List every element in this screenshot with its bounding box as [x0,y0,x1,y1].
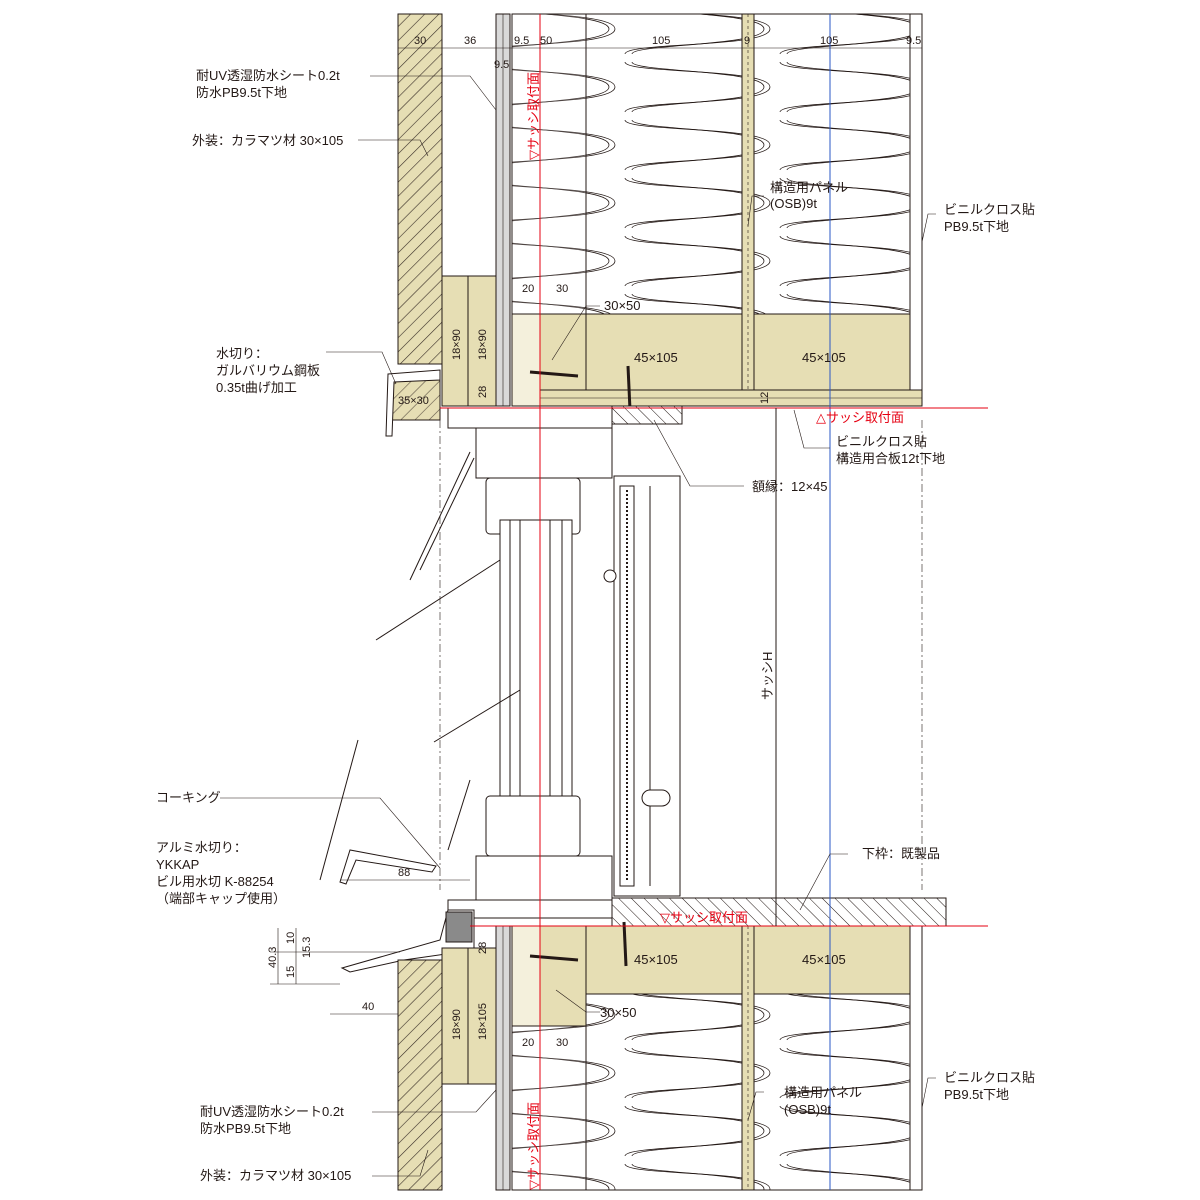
dim-15-3: 15.3 [301,937,313,958]
beam-bottom-b [753,925,911,995]
dim-28-bottom: 28 [477,942,489,954]
label-sash-face-bottom: ▽サッシ取付面 [660,910,748,925]
label-sheet-top-2: 防水PB9.5t下地 [196,85,287,100]
dim-20-bottom: 20 [522,1037,534,1049]
label-sash-face-v2: ▽サッシ取付面 [526,1102,541,1190]
flashing-top [385,369,441,437]
top-wall [397,13,923,411]
label-sheet-top-1: 耐UV透湿防水シート0.2t [196,68,340,83]
label-vinyl-mid-1: ビニルクロス貼 [836,434,927,449]
label-alum-4: （端部キャップ使用） [156,891,286,906]
label-sheet-bottom-2: 防水PB9.5t下地 [200,1121,291,1136]
dim-10: 10 [285,932,297,944]
label-vinyl-bottom-1: ビニルクロス貼 [944,1070,1035,1085]
annotation-text: 耐UV透湿防水シート0.2t 防水PB9.5t下地 外装：カラマツ材 30×10… [156,68,1035,1190]
leader-lines [220,75,936,1177]
label-casing: 額縁：12×45 [752,479,828,494]
dim-9: 9 [744,35,750,47]
label-caulking: コーキング [156,790,221,805]
label-exterior-bottom: 外装：カラマツ材 30×105 [200,1168,351,1183]
label-flashing-3: 0.35t曲げ加工 [216,380,297,395]
label-alum-1: アルミ水切り： [156,840,247,855]
label-vinyl-top-2: PB9.5t下地 [944,219,1009,234]
dim-105b: 105 [820,35,838,47]
label-sash-height: サッシH [760,652,775,700]
dim-15: 15 [285,966,297,978]
label-sheet-bottom-1: 耐UV透湿防水シート0.2t [200,1104,344,1119]
dim-28-top: 28 [477,386,489,398]
dim-40: 40 [362,1001,374,1013]
dim-20-top: 20 [522,283,534,295]
dim-30-top: 30 [556,283,568,295]
label-batten-top: 30×50 [604,298,641,313]
dim-9-5a: 9.5 [514,35,529,47]
bottom-wall [397,921,923,1191]
label-beam-top-b: 45×105 [802,350,846,365]
dim-36: 36 [464,35,476,47]
dim-40-3: 40.3 [267,947,279,968]
dim-9-5c: 9.5 [494,59,509,71]
dim-12: 12 [759,392,771,404]
label-sash-face-v1: ▽サッシ取付面 [526,72,541,160]
label-alum-2: YKKAP [156,857,199,872]
label-flashing-2: ガルバリウム鋼板 [216,363,320,378]
osb-panel-top [741,13,755,407]
window-frame [319,407,681,919]
label-panel-top-2: (OSB)9t [770,196,817,211]
dim-105a: 105 [652,35,670,47]
dim-stud-bottom-left: 18×90 [451,1009,463,1040]
dim-30: 30 [414,35,426,47]
dim-88: 88 [398,867,410,879]
label-alum-3: ビル用水切 K-88254 [156,874,274,889]
beam-bottom-a [585,925,743,995]
beam-top-b [753,313,911,391]
dim-stud-bottom-right: 18×105 [477,1003,489,1040]
alum-flashing [339,849,475,973]
dim-50: 50 [540,35,552,47]
label-beam-top-a: 45×105 [634,350,678,365]
dim-35x30: 35×30 [398,395,429,407]
label-sash-face-top: △サッシ取付面 [816,410,904,425]
beam-top-a [585,313,743,391]
label-panel-bottom-1: 構造用パネル [784,1085,862,1100]
label-panel-bottom-2: (OSB)9t [784,1102,831,1117]
label-beam-bottom-a: 45×105 [634,952,678,967]
dim-30-bottom: 30 [556,1037,568,1049]
dim-9-5b: 9.5 [906,35,921,47]
label-vinyl-mid-2: 構造用合板12t下地 [836,451,945,466]
label-exterior-top: 外装：カラマツ材 30×105 [192,133,343,148]
dimension-text: 30 36 9.5 50 105 9 105 9.5 9.5 [414,35,921,71]
label-flashing-1: 水切り： [216,346,268,361]
dim-stud-top-left: 18×90 [451,329,463,360]
label-panel-top-1: 構造用パネル [770,180,848,195]
label-vinyl-bottom-2: PB9.5t下地 [944,1087,1009,1102]
dim-stud-top-right: 18×90 [477,329,489,360]
label-beam-bottom-b: 45×105 [802,952,846,967]
label-batten-bottom: 30×50 [600,1005,637,1020]
label-vinyl-top-1: ビニルクロス貼 [944,202,1035,217]
label-sill: 下枠：既製品 [862,846,940,861]
